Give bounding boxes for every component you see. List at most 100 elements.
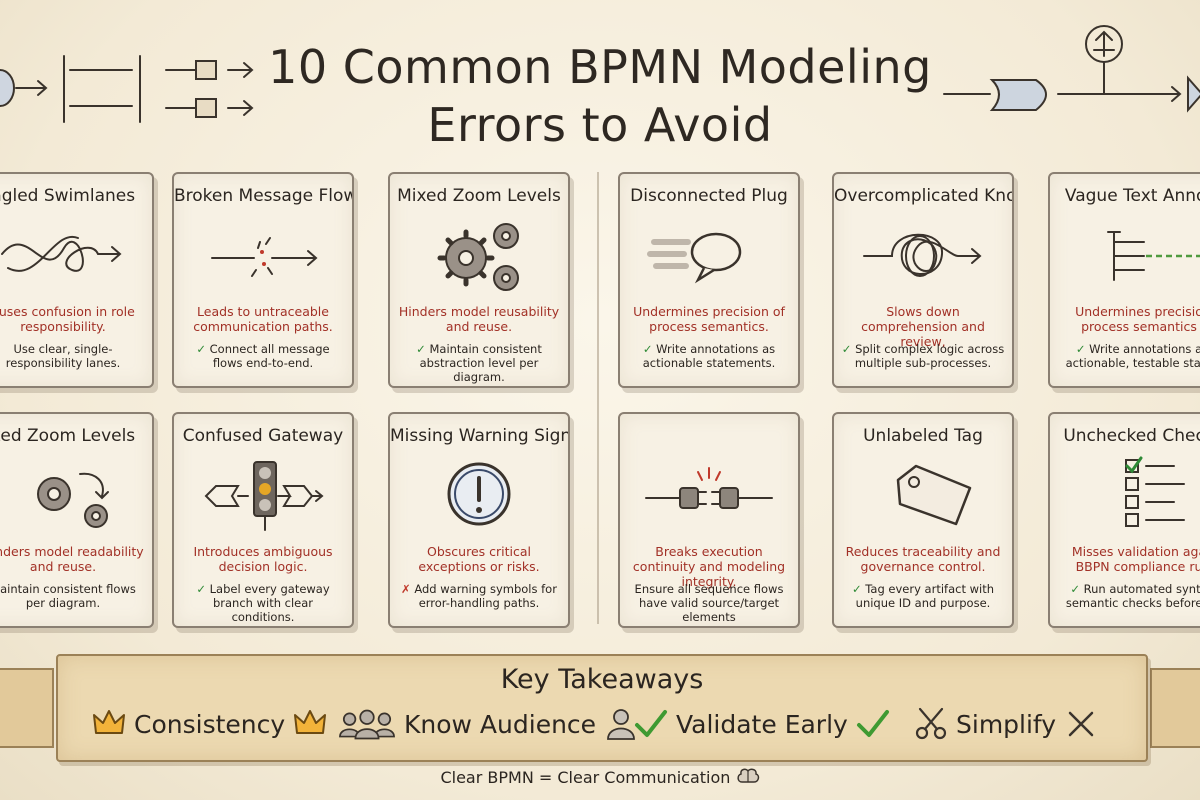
broken-arrow-icon [211,237,318,277]
column-divider [597,172,599,624]
card-title: Unlabeled Tag [863,426,983,446]
warning-sign-icon [447,462,511,526]
takeaway-simplify: Simplify [914,704,1098,744]
card-title: xed Zoom Levels [0,426,136,446]
checkmark-icon [635,710,667,737]
error-card-7: xed Zoom Levels Hinders model readabilit… [0,412,154,628]
fix-mark: ✓ [851,582,862,596]
card-title: Broken Message Flow [174,186,354,206]
fix-text: Maintain consistent abstraction level pe… [419,342,542,384]
fix-text: Tag every artifact with unique ID and pu… [855,582,995,610]
knot-icon [863,233,982,277]
card-title: Missing Warning Sign [390,426,570,446]
fix-text: Label every gateway branch with clear co… [209,582,330,624]
card-fix: ✓ Label every gateway branch with clear … [180,582,346,624]
banner-ribbon-right [1150,668,1200,748]
error-card-5: Overcomplicated Knot Slows down comprehe… [832,172,1014,388]
takeaway-consistency: Consistency [92,704,327,744]
card-problem: Misses validation aga BBPN compliance ru [1071,544,1200,574]
checkmark-icon [856,710,889,737]
card-fix: ✓ Maintain consistent abstraction level … [396,342,562,384]
card-problem: Reduces traceability and governance cont… [845,544,1001,574]
card-fix: ✓ Tag every artifact with unique ID and … [840,582,1006,610]
takeaway-label: Validate Early [676,709,848,739]
banner-ribbon-left [0,668,54,748]
card-problem: Undermines precisio process semantics [1075,304,1200,334]
card-fix: Use clear, single- responsibility lanes. [0,342,146,370]
brain-icon [736,768,759,783]
fix-mark: ✓ [196,582,206,596]
card-problem: Introduces ambiguous decision logic. [193,544,333,574]
fix-text: Run automated synta semantic checks befo… [1065,582,1200,610]
card-problem: Hinders model reusability and reuse. [398,304,560,334]
tag-icon [896,464,972,526]
card-fix: ✗ Add warning symbols for error-handling… [396,582,562,610]
takeaway-label: Simplify [956,709,1057,739]
card-title: Confused Gateway [182,426,344,446]
card-title: Mixed Zoom Levels [397,186,561,206]
error-card-10: Breaks execution continuity and modeling… [618,412,800,628]
error-card-12: Unchecked Check Misses validation aga BB… [1048,412,1200,628]
card-fix: ✓ Run automated synta semantic checks be… [1056,582,1200,610]
checklist-icon [1125,456,1185,527]
error-card-11: Unlabeled Tag Reduces traceability and g… [832,412,1014,628]
fix-text: Write annotations as actionable statemen… [642,342,776,370]
dashed-arrows-icon [1107,231,1200,281]
error-card-4: Disconnected Plug Undermines precision o… [618,172,800,388]
card-problem: Hinders model readability and reuse. [0,544,144,574]
person-icon [607,709,635,740]
card-problem: Obscures critical exceptions or risks. [418,544,540,574]
people-icon [339,709,395,740]
fix-mark: ✓ [1075,342,1086,356]
gears-arrow-icon [37,472,109,528]
error-card-9: Missing Warning Sign Obscures critical e… [388,412,570,628]
fix-mark: ✓ [642,342,653,356]
card-title: ngled Swimlanes [0,186,136,206]
card-problem: Breaks execution continuity and modeling… [632,544,786,589]
fix-mark: ✓ [416,342,426,356]
fix-mark: ✓ [1070,582,1080,596]
header: 10 Common BPMN Modeling Errors to Avoid [0,0,1200,160]
crown-icon [294,710,327,734]
takeaway-label: Consistency [134,709,286,739]
bpmn-gateway-doodle-icon [943,25,1200,113]
card-title: Unchecked Check [1063,426,1200,446]
error-card-6: Vague Text Annot Undermines precisio pro… [1048,172,1200,388]
takeaway-validate-early: Validate Early [634,704,890,744]
page-title-line-2: Errors to Avoid [427,98,773,152]
key-takeaways-banner: Key Takeaways Consistency Know Audience [56,654,1148,762]
card-fix: ✓ Split complex logic across multiple su… [840,342,1006,370]
card-title: Overcomplicated Knot [834,186,1014,206]
scissors-icon [915,707,947,740]
card-fix: ✓ Write annotations as actionable statem… [626,342,792,370]
error-card-8: Confused Gateway Introduces ambiguous de… [172,412,354,628]
card-fix: ✓ Write annotations a actionable, testab… [1056,342,1200,370]
card-problem: Leads to untraceable communication paths… [193,304,333,334]
cross-icon [1068,711,1094,737]
footer-tagline: Clear BPMN = Clear Communication [0,766,1200,787]
page-title-line-1: 10 Common BPMN Modeling [268,40,932,94]
gears-icon [437,223,519,291]
footer-text: Clear BPMN = Clear Communication [440,768,731,787]
takeaway-know-audience: Know Audience [338,704,638,744]
fix-mark: ✓ [841,342,852,356]
banner-title: Key Takeaways [500,664,704,695]
crown-icon [93,710,125,734]
blurred-speech-icon [647,232,742,284]
error-card-2: Broken Message Flow Leads to untraceable… [172,172,354,388]
card-problem: auses confusion in role responsibility. [0,304,135,334]
card-fix: ✓ Connect all message flows end-to-end. [180,342,346,370]
fix-text: Write annotations a actionable, testable… [1065,342,1200,370]
card-title: Vague Text Annot [1064,186,1200,206]
fix-text: Use clear, single- responsibility lanes. [5,342,121,370]
fix-text: Maintain consistent flows per diagram. [0,582,136,610]
traffic-light-icon [204,461,324,531]
error-card-3: Mixed Zoom Levels Hinders model reusabil… [388,172,570,388]
fix-text: Split complex logic across multiple sub-… [854,342,1005,370]
fix-mark: ✓ [196,342,206,356]
card-title: Disconnected Plug [630,186,788,206]
takeaway-label: Know Audience [404,709,597,739]
tangled-arrows-icon [1,235,122,272]
error-card-1: ngled Swimlanes auses confusion in role … [0,172,154,388]
bpmn-lanes-doodle-icon [0,55,254,123]
